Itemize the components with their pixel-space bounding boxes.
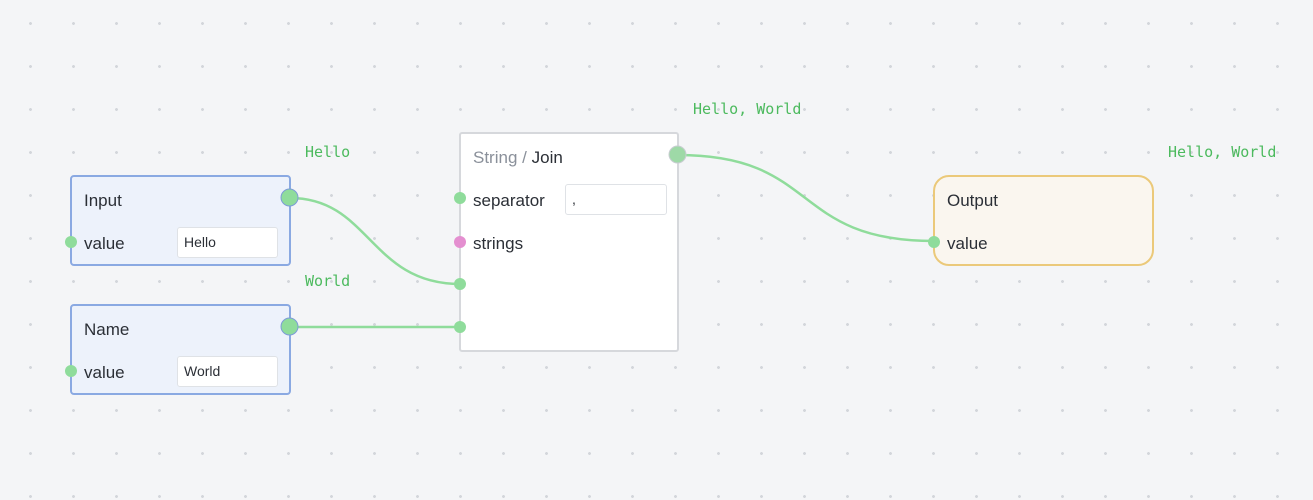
output-value-label: Hello, World xyxy=(1168,143,1277,161)
strings-item-1-port[interactable] xyxy=(454,278,466,290)
separator-label: separator xyxy=(473,191,545,210)
node-category: String xyxy=(473,148,518,167)
input-node[interactable]: Input value Hello xyxy=(70,175,291,266)
input-value-in-port[interactable] xyxy=(65,236,77,248)
value-label: value xyxy=(84,363,125,382)
node-title: Input xyxy=(84,191,122,210)
input-value-field[interactable]: Hello xyxy=(177,227,278,258)
wire-value-label: World xyxy=(305,272,351,290)
output-value-in-port[interactable] xyxy=(928,236,940,248)
wire-join-to-output[interactable] xyxy=(677,153,935,243)
wire-value-label: Hello xyxy=(305,143,351,161)
node-title: Output xyxy=(947,191,999,210)
name-node[interactable]: Name value World xyxy=(70,304,291,395)
strings-item-2-port[interactable] xyxy=(454,321,466,333)
input-out-port[interactable] xyxy=(280,188,299,207)
category-separator: / xyxy=(522,148,527,167)
value-label: value xyxy=(84,234,125,253)
name-out-port[interactable] xyxy=(280,317,299,336)
name-value-in-port[interactable] xyxy=(65,365,77,377)
separator-in-port[interactable] xyxy=(454,192,466,204)
string-join-node[interactable]: String / Join separator , strings xyxy=(459,132,679,352)
node-title: String / Join xyxy=(473,148,563,168)
node-title: Name xyxy=(84,320,130,339)
separator-field[interactable]: , xyxy=(565,184,667,215)
wire-value-label: Hello, World xyxy=(693,100,802,118)
strings-label: strings xyxy=(473,234,524,253)
strings-in-port[interactable] xyxy=(454,236,466,248)
name-value-field[interactable]: World xyxy=(177,356,278,387)
join-out-port[interactable] xyxy=(668,145,687,164)
node-name: Join xyxy=(531,148,563,167)
value-label: value xyxy=(947,234,988,253)
output-node[interactable]: Output value xyxy=(933,175,1154,266)
